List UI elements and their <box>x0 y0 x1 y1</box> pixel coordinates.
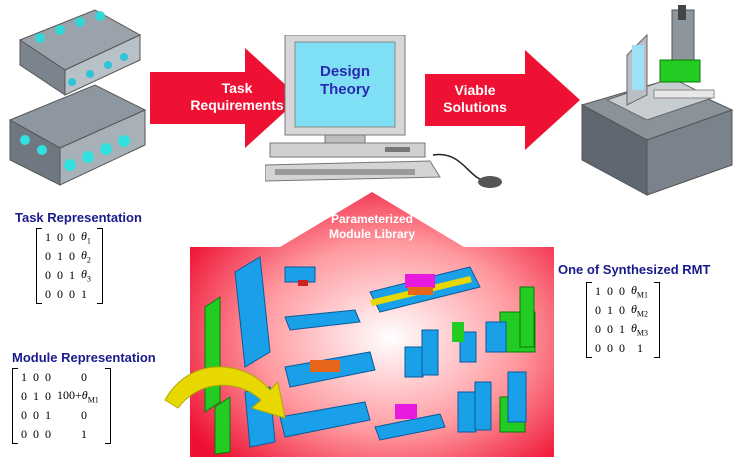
computer <box>265 35 502 188</box>
module-shapes <box>204 256 536 455</box>
task-requirements-label: Task Requirements <box>190 80 284 113</box>
engine-block-top <box>18 9 142 96</box>
mouse-cable <box>432 153 491 182</box>
engine-block-images <box>8 9 147 186</box>
mouse <box>478 176 502 188</box>
viable-solutions-arrow <box>425 50 580 150</box>
module-library-panel <box>190 192 554 457</box>
monitor <box>284 35 406 144</box>
task-requirements-arrow <box>150 48 300 148</box>
task-representation-title: Task Representation <box>15 210 142 225</box>
viable-solutions-label: Viable Solutions <box>443 82 507 115</box>
module-mapping-arrow <box>164 366 286 419</box>
keyboard <box>265 160 441 182</box>
module-representation-title: Module Representation <box>12 350 156 365</box>
synthesized-rmt-title: One of Synthesized RMT <box>558 262 711 277</box>
module-library-title: Parameterized Module Library <box>328 212 415 241</box>
design-theory-screen-text: Design Theory <box>319 63 370 98</box>
reconfigurable-machine-tool-image <box>580 5 734 196</box>
engine-block-bottom <box>8 84 147 186</box>
system-unit <box>269 142 426 158</box>
